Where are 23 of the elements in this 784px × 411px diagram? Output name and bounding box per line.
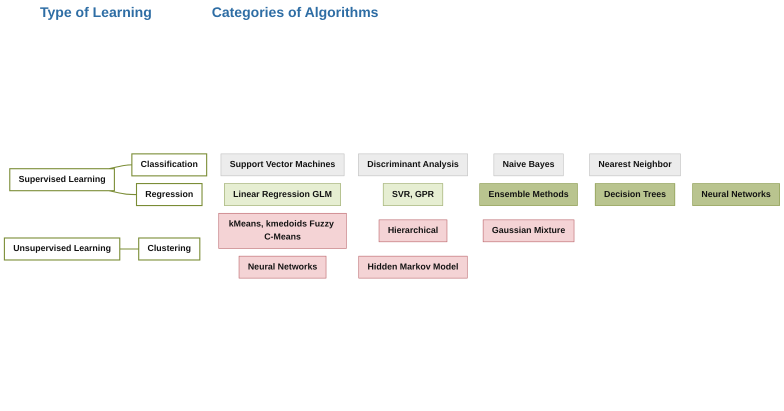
column-heading: Type of Learning — [40, 4, 152, 22]
node-box: Unsupervised Learning — [4, 237, 120, 261]
node-box: Supervised Learning — [9, 168, 115, 192]
node-box: Support Vector Machines — [220, 154, 344, 176]
node-box: Neural Networks — [238, 256, 326, 278]
node-box: Ensemble Methods — [479, 183, 578, 206]
node-box: Linear Regression GLM — [224, 183, 341, 206]
node-box: kMeans, kmedoids Fuzzy C-Means — [218, 212, 347, 249]
column-heading: Categories of Algorithms — [212, 4, 378, 22]
node-box: Hierarchical — [378, 220, 448, 242]
node-box: Discriminant Analysis — [358, 154, 468, 176]
node-box: Regression — [136, 183, 203, 206]
node-box: Naive Bayes — [494, 154, 564, 176]
node-box: Decision Trees — [594, 183, 676, 206]
node-box: Clustering — [138, 237, 200, 261]
node-box: SVR, GPR — [382, 183, 444, 206]
node-box: Nearest Neighbor — [589, 154, 681, 176]
node-box: Gaussian Mixture — [482, 220, 574, 242]
node-box: Classification — [131, 153, 208, 176]
node-box: Neural Networks — [692, 183, 780, 206]
connector — [120, 248, 139, 250]
node-box: Hidden Markov Model — [358, 256, 468, 278]
connector — [109, 164, 132, 170]
